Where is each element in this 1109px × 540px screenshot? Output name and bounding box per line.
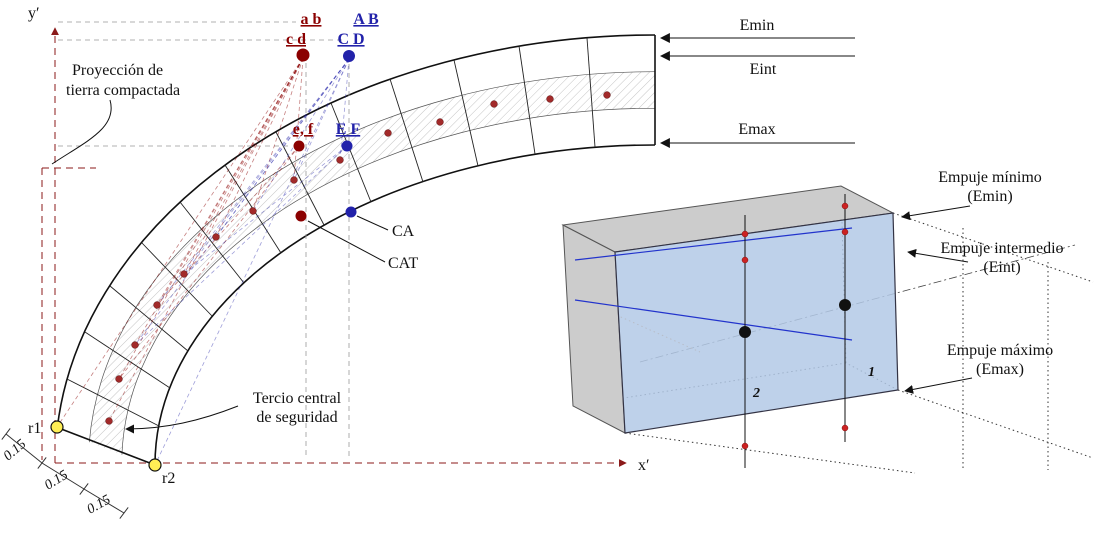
joint (179, 201, 245, 284)
r2-point (148, 458, 162, 472)
x-axis-label: x′ (638, 457, 650, 474)
eint-label: Eint (750, 61, 777, 78)
joint (330, 102, 372, 203)
projection-text-line2: tierra compactada (66, 82, 180, 99)
projection-points-cluster: a b c d A B C D e, f E F (286, 11, 379, 222)
extrados-curve (56, 34, 656, 428)
tercio-text-line2: de seguridad (256, 409, 337, 426)
thrust-line-blue-lower (574, 299, 853, 341)
empuje-intermedio-line2: (Eint) (983, 259, 1020, 276)
tercio-leader-arrow (125, 405, 239, 434)
thrust-line-blue-upper (574, 227, 853, 261)
empuje-maximo-line2: (Emax) (976, 361, 1024, 378)
springing-points: r1 r2 (28, 420, 175, 487)
point-dot-ef (293, 140, 305, 152)
empuje-minimo-line1: Empuje mínimo (938, 169, 1042, 186)
construction-dotted (624, 432, 916, 474)
projection-leader (51, 99, 112, 165)
arch-band (56, 34, 656, 466)
empuje-maximo-arrow (904, 377, 973, 394)
cat-leader (307, 220, 386, 263)
emax-label: Emax (738, 121, 775, 138)
projection-fan-blue (134, 58, 350, 466)
earth-projection-outline (41, 167, 96, 460)
point-label-cd: c d (286, 31, 306, 48)
middle-third-outer-line (88, 71, 656, 443)
joint (586, 37, 596, 148)
joint (389, 78, 424, 183)
joint (141, 242, 213, 317)
dim-015-2: 0.15 (42, 468, 71, 494)
projection-fan-red (56, 57, 304, 428)
empuje-maximo-line1: Empuje máximo (947, 342, 1053, 359)
section-number-1: 1 (868, 365, 875, 380)
point-label-ab: a b (301, 11, 322, 28)
dim-015-1: 0.15 (1, 437, 29, 464)
emin-label: Emin (740, 17, 775, 34)
joint (275, 131, 325, 226)
point-label-ef: e, f (293, 121, 314, 138)
ca-label: CA (392, 223, 415, 240)
r1-point (50, 420, 64, 434)
projection-text-line1: Proyección de (72, 62, 163, 79)
eint-point-s2 (741, 256, 749, 264)
section-line-2 (739, 215, 751, 468)
point-dot-ca (345, 206, 357, 218)
joint (109, 285, 189, 352)
cat-label: CAT (388, 255, 418, 272)
section-number-2: 2 (752, 386, 760, 401)
inset-force-labels: Empuje mínimo (Emin) Empuje intermedio (… (901, 169, 1064, 394)
point-dot-cd (296, 48, 310, 62)
emax-point-s1 (841, 424, 849, 432)
empuje-intermedio-arrow (907, 248, 969, 263)
emax-point-s2 (741, 442, 749, 450)
joint (84, 331, 171, 389)
point-dot-EF (341, 140, 353, 152)
joint (66, 378, 160, 427)
r2-label: r2 (162, 470, 175, 487)
crown-thrust-arrows: Emin Eint Emax (660, 17, 855, 148)
construction-dotted (892, 212, 1094, 283)
voussoir-3d-inset: 1 2 Empuje mínimo (Emin) Empuje intermed… (561, 169, 1094, 474)
intrados-curve (154, 144, 656, 466)
thrust-line-dots (105, 91, 611, 425)
point-dot-CD (343, 50, 355, 62)
empuje-minimo-line2: (Emin) (967, 188, 1012, 205)
point-dot-cat (295, 210, 307, 222)
y-axis-label: y′ (28, 5, 40, 22)
emin-point-s2 (741, 230, 749, 238)
emin-point-s1 (841, 202, 849, 210)
projection-annotation: Proyección de tierra compactada (51, 62, 180, 165)
springing-face (57, 426, 156, 466)
ca-cat-labels: CA CAT (307, 215, 418, 272)
empuje-minimo-arrow (901, 205, 971, 221)
section-line-1 (839, 194, 851, 442)
block-front-face (614, 212, 899, 434)
eint-point-s1 (841, 228, 849, 236)
construction-guides (58, 21, 350, 458)
joint (518, 45, 536, 155)
ca-leader (356, 215, 389, 231)
point-label-EF: E F (336, 121, 361, 138)
tercio-text-line1: Tercio central (253, 390, 342, 407)
point-label-AB: A B (353, 11, 379, 28)
joint (453, 59, 479, 167)
construction-dotted (897, 389, 1094, 459)
tercio-annotation: Tercio central de seguridad (125, 390, 342, 434)
middle-third-inner-line (121, 107, 656, 455)
centroid-point-s2 (739, 326, 751, 338)
axes: y′ x′ (28, 5, 650, 474)
point-label-CD: C D (337, 31, 364, 48)
dimension-line (5, 433, 125, 514)
r1-label: r1 (28, 420, 41, 437)
dim-015-3: 0.15 (85, 493, 114, 518)
empuje-intermedio-line1: Empuje intermedio (940, 240, 1063, 257)
centroid-point-s1 (839, 299, 851, 311)
